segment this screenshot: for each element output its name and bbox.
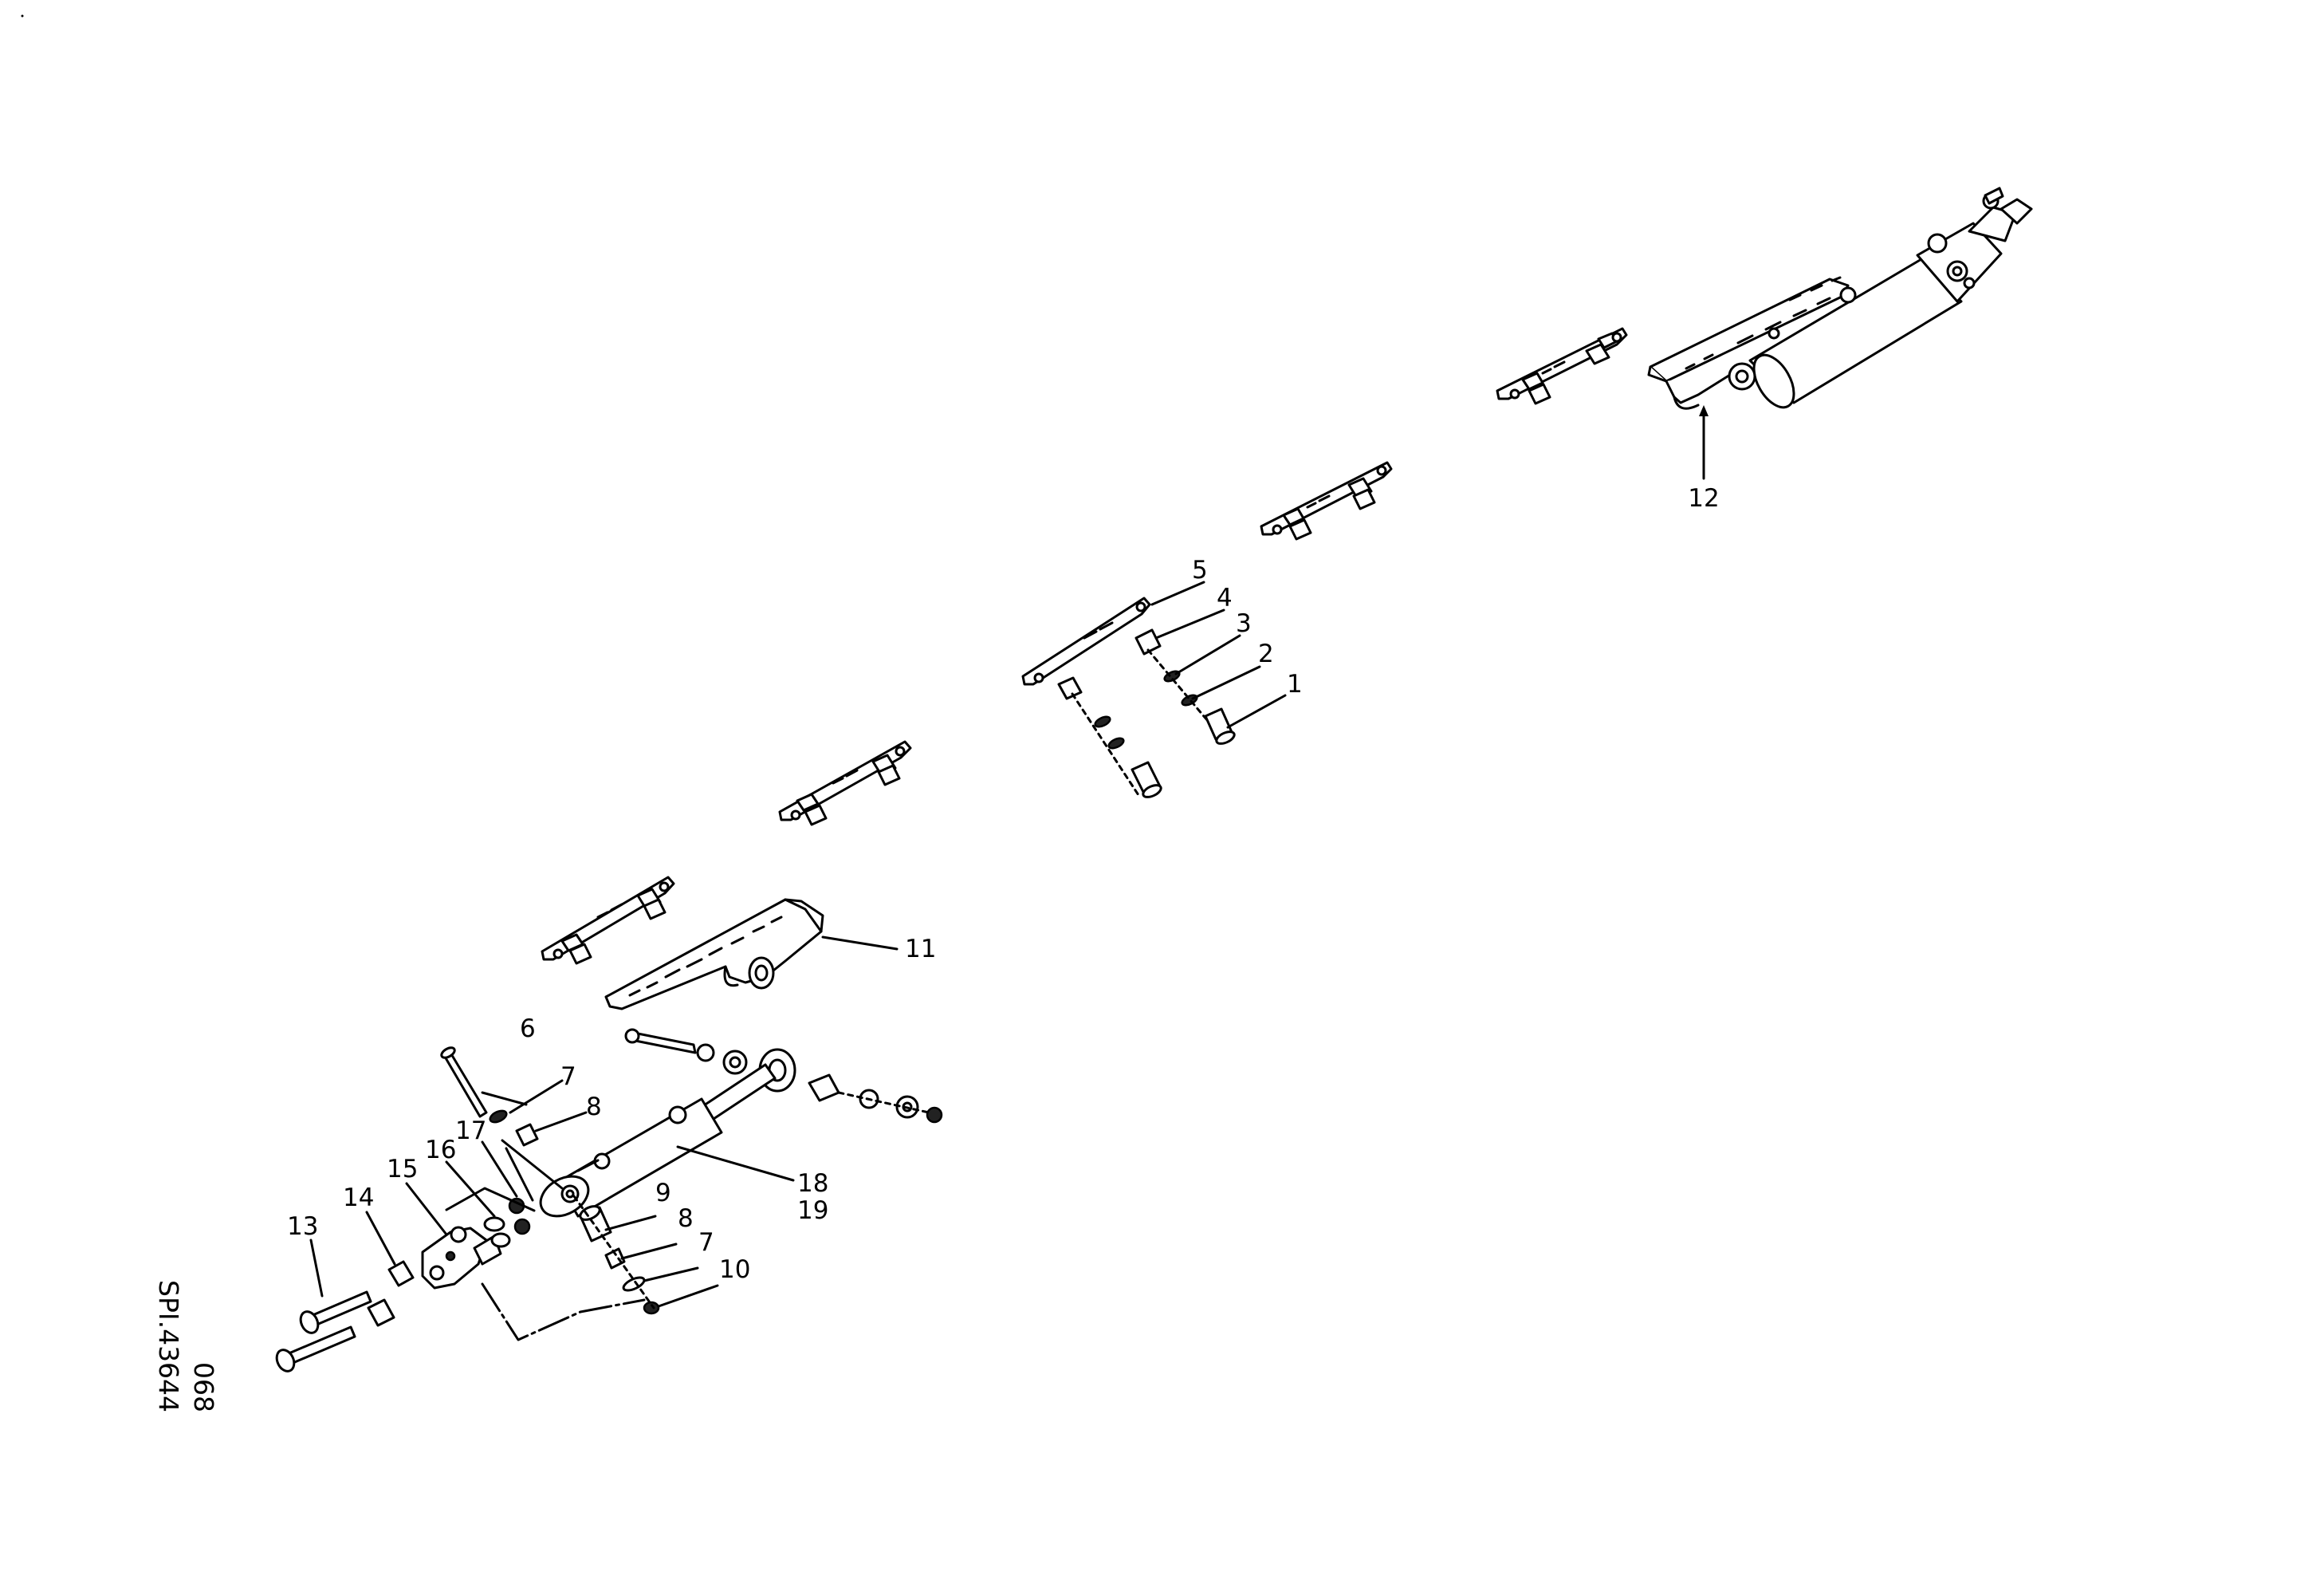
part-16-washers: [483, 1216, 511, 1248]
leader-16: [445, 1160, 496, 1218]
pivot-bracket-line-upper: [445, 1187, 536, 1212]
callout-14: 14: [343, 1183, 374, 1212]
pivot-axis-line: [481, 1282, 646, 1341]
callout-6: 6: [520, 1014, 536, 1043]
leader-9: [604, 1215, 657, 1231]
part-13-bolts: [275, 1290, 372, 1372]
leader-6: [481, 1091, 528, 1106]
mounting-plate-c-part-5: [1021, 597, 1151, 686]
callout-5: 5: [1192, 556, 1208, 585]
leader-14: [365, 1211, 396, 1266]
callout-3: 3: [1236, 609, 1252, 638]
callout-18: 18: [797, 1169, 828, 1198]
mounting-plate-e: [541, 876, 675, 965]
part-7-washer-upper: [489, 1109, 508, 1124]
part-7-washer-lower: [622, 1276, 646, 1292]
leader-17-axis: [505, 1147, 534, 1202]
callout-19: 19: [797, 1196, 828, 1225]
callout-7a: 7: [560, 1062, 576, 1091]
part-12-actuator-bracket: [1647, 187, 2033, 410]
leader-18: [676, 1145, 795, 1182]
corner-mark: [21, 14, 24, 18]
mounting-plate-b: [1260, 461, 1393, 541]
part-8-bushing-upper: [515, 1123, 539, 1147]
drawing-code: SPI.43644: [153, 1280, 184, 1412]
leader-1: [1226, 694, 1287, 729]
leader-8a-axis: [501, 1139, 564, 1190]
drawing-revision: 068: [188, 1362, 219, 1412]
leader-10: [657, 1284, 719, 1308]
part-14-spacers: [367, 1260, 415, 1327]
callout-7b: 7: [698, 1228, 714, 1257]
leader-2: [1191, 665, 1261, 700]
leader-7b: [643, 1266, 699, 1282]
part-18-19-cylinder: [539, 1028, 943, 1218]
callout-1: 1: [1287, 670, 1303, 699]
mounting-plate-d: [778, 740, 912, 826]
callout-2: 2: [1258, 640, 1274, 668]
part-15-clevis-bracket: [421, 1226, 502, 1290]
callout-8a: 8: [586, 1093, 602, 1121]
mounting-plate-a: [1496, 327, 1628, 405]
part-6-pin: [440, 1046, 488, 1118]
callout-17: 17: [455, 1116, 486, 1145]
leader-5: [1150, 581, 1205, 606]
leader-8b: [620, 1243, 678, 1260]
callout-13: 13: [287, 1212, 318, 1241]
leader-3: [1174, 634, 1241, 675]
leader-13: [309, 1239, 324, 1298]
callout-15: 15: [387, 1155, 418, 1183]
callout-9: 9: [655, 1179, 671, 1207]
callout-11: 11: [905, 935, 936, 963]
leader-15: [405, 1182, 448, 1236]
callout-4: 4: [1217, 584, 1233, 612]
callout-8b: 8: [678, 1204, 694, 1233]
part-10-nut: [643, 1301, 660, 1315]
leader-8a: [534, 1111, 588, 1132]
leader-4: [1154, 608, 1225, 640]
leader-11: [821, 935, 899, 951]
part-11-left-bracket: [604, 898, 824, 1010]
callout-16: 16: [425, 1136, 456, 1164]
callout-12: 12: [1688, 484, 1719, 513]
callout-10: 10: [719, 1255, 750, 1284]
leader-7a: [509, 1079, 564, 1114]
leader-17: [481, 1140, 518, 1198]
fastener-stack-left: [1057, 676, 1162, 799]
